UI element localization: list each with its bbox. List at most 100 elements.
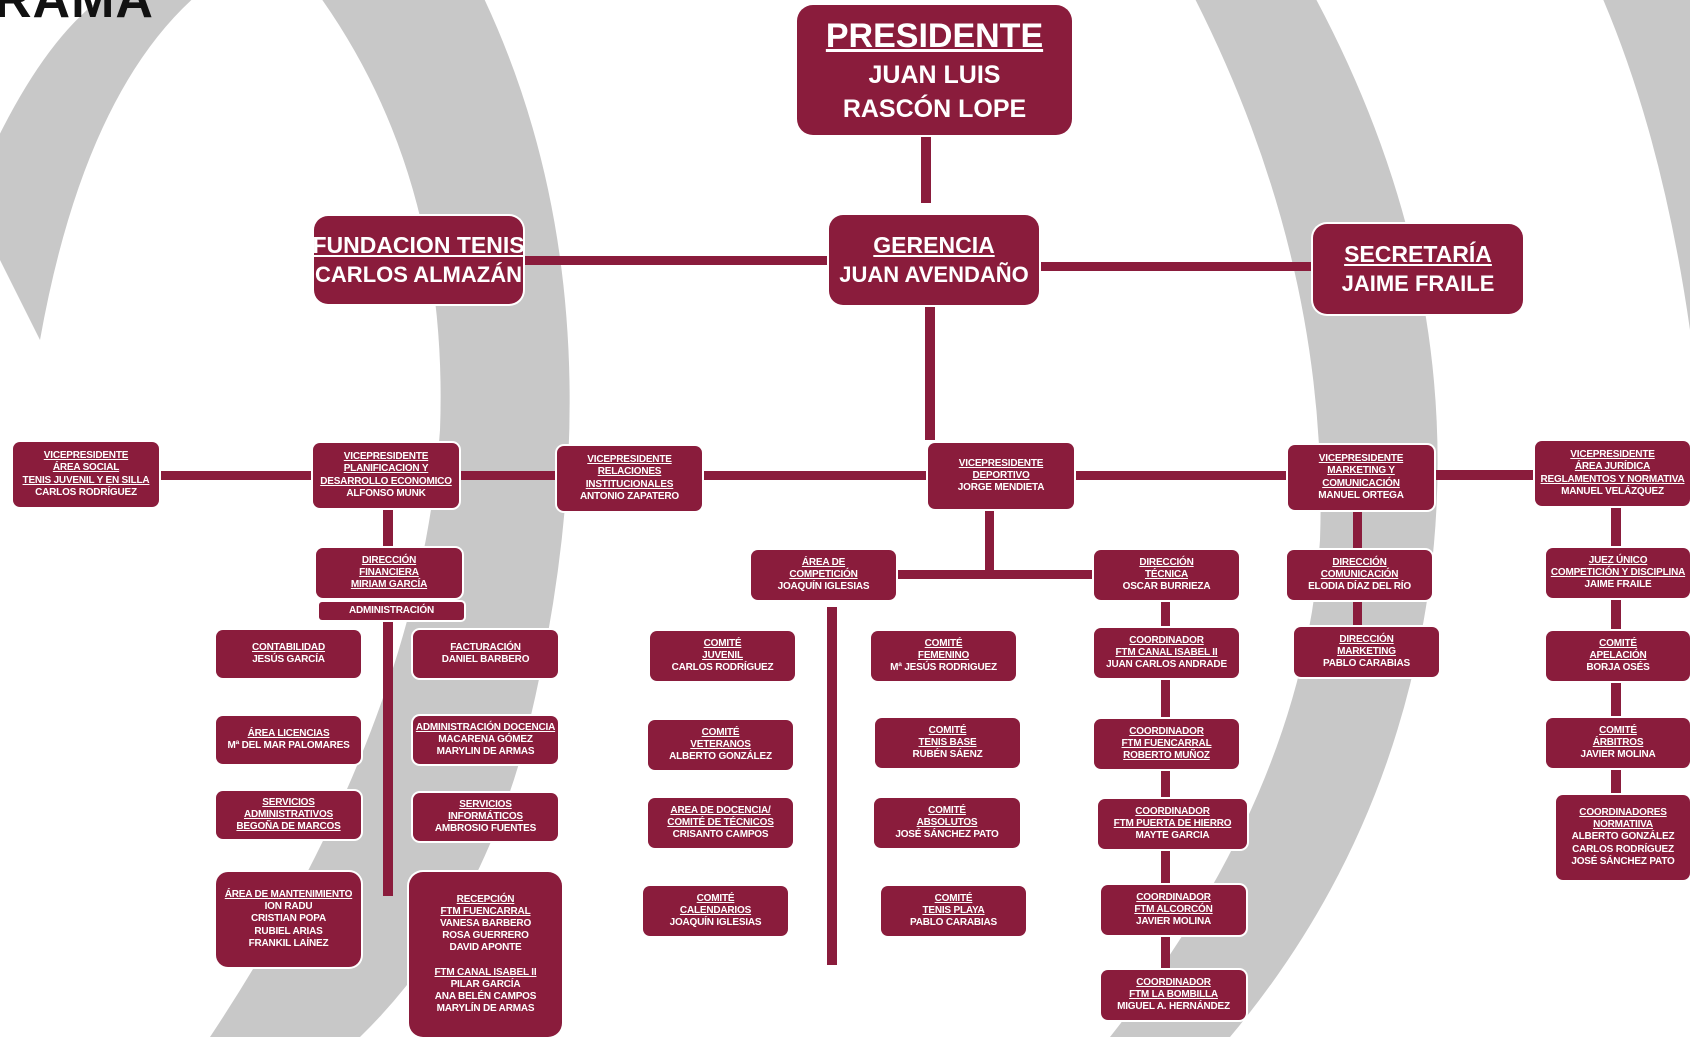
box-title: REGLAMENTOS Y NORMATIVA [1540, 473, 1685, 485]
box-name: JOSÉ SÁNCHEZ PATO [895, 829, 999, 841]
box-vp-planificacion: VICEPRESIDENTE PLANIFICACION Y DESARROLL… [313, 443, 459, 508]
box-comite-absolutos: COMITÉ ABSOLUTOS JOSÉ SÁNCHEZ PATO [874, 798, 1020, 848]
box-coord-puerta: COORDINADOR FTM PUERTA DE HIERRO MAYTE G… [1098, 799, 1247, 849]
box-area-licencias: ÁREA LICENCIAS Mª DEL MAR PALOMARES [216, 716, 361, 764]
box-title: VICEPRESIDENTE [1570, 449, 1655, 461]
box-title: DIRECCIÓN [1332, 556, 1387, 568]
box-mantenimiento: ÁREA DE MANTENIMIENTO ION RADU CRISTIAN … [216, 872, 361, 967]
box-comite-apelacion: COMITÉ APELACIÓN BORJA OSÉS [1546, 631, 1690, 681]
arc-right-band [1110, 0, 1438, 1037]
box-comite-calendarios: COMITÉ CALENDARIOS JOAQUÍN IGLESIAS [643, 886, 788, 936]
connector-line [383, 508, 393, 896]
box-title: GERENCIA [873, 231, 995, 258]
box-name: VANESA BARBERO [439, 918, 532, 930]
box-name: ION RADU [264, 901, 313, 913]
box-title: TÉCNICA [1144, 568, 1189, 580]
box-coordinadores-normativa: COORDINADORES NORMATIIVA ALBERTO GONZÁLE… [1556, 795, 1690, 880]
box-title: FACTURACIÓN [450, 641, 521, 653]
arc-far-right [1603, 0, 1690, 330]
connector-line [150, 471, 1540, 480]
box-title: JUVENIL [702, 649, 743, 661]
box-dir-marketing: DIRECCIÓN MARKETING PABLO CARABIAS [1294, 627, 1439, 677]
box-title: DEPORTIVO [972, 469, 1030, 481]
box-name: PILAR GARCÍA [450, 978, 521, 990]
box-name: AMBROSIO FUENTES [434, 823, 537, 835]
box-title: COMITÉ DE TÉCNICOS [667, 816, 774, 828]
box-comite-femenino: COMITÉ FEMENINO Mª JESÚS RODRIGUEZ [871, 631, 1016, 681]
box-title: ADMINISTRACIÓN DOCENCIA [415, 721, 556, 733]
box-comite-arbitros: COMITÉ ÁRBITROS JAVIER MOLINA [1546, 718, 1690, 768]
box-name: MANUEL VELÁZQUEZ [1561, 485, 1664, 497]
box-servicios-admin: SERVICIOS ADMINISTRATIVOS BEGOÑA DE MARC… [216, 791, 361, 839]
box-title: MARKETING Y [1327, 465, 1395, 477]
box-title: MARKETING [1337, 645, 1396, 657]
box-name: MAYTE GARCIA [1135, 830, 1210, 842]
box-title: FINANCIERA [359, 566, 419, 578]
box-name: MANUEL ORTEGA [1318, 489, 1404, 501]
box-title: COMUNICACIÓN [1320, 568, 1399, 580]
arc-left-outer [0, 0, 192, 340]
box-title: COMPETICIÓN Y DISCIPLINA [1550, 566, 1686, 578]
box-facturacion: FACTURACIÓN DANIEL BARBERO [413, 630, 558, 678]
box-title: COMITÉ [1599, 724, 1637, 736]
box-name: JOAQUÍN IGLESIAS [669, 917, 762, 929]
box-title: INSTITUCIONALES [585, 478, 674, 490]
box-title: DESARROLLO ECONOMICO [320, 475, 452, 487]
box-dir-comunicacion: DIRECCIÓN COMUNICACIÓN ELODIA DÍAZ DEL R… [1287, 550, 1432, 600]
box-area-docencia: AREA DE DOCENCIA/ COMITÉ DE TÉCNICOS CRI… [648, 798, 793, 848]
box-vp-marketing: VICEPRESIDENTE MARKETING Y COMUNICACIÓN … [1288, 445, 1434, 510]
box-name: JUAN CARLOS ANDRADE [1106, 659, 1227, 671]
box-title: COMITÉ [701, 726, 740, 738]
box-title: SERVICIOS [262, 796, 315, 808]
box-name: JOAQUÍN IGLESIAS [777, 581, 870, 593]
box-title: FTM PUERTA DE HIERRO [1113, 817, 1232, 829]
box-name: Mª DEL MAR PALOMARES [227, 740, 350, 751]
box-title: COORDINADOR [1136, 976, 1211, 988]
box-title: VICEPRESIDENTE [587, 454, 672, 466]
box-name: JOSÉ SÁNCHEZ PATO [1571, 855, 1675, 867]
box-title: VICEPRESIDENTE [43, 450, 129, 462]
box-title: COMITÉ [924, 637, 963, 649]
box-title: COMITÉ [1599, 637, 1637, 649]
box-title: FTM CANAL ISABEL II [434, 966, 537, 978]
box-name: PABLO CARABIAS [1322, 658, 1410, 670]
box-title: ÁRBITROS [1592, 736, 1644, 748]
box-title: ÁREA JURÍDICA [1574, 461, 1651, 473]
box-title: COMITÉ [928, 804, 966, 816]
box-title: CALENDARIOS [679, 904, 752, 916]
box-name: JESÚS GARCÍA [252, 654, 325, 665]
box-name: CRISANTO CAMPOS [672, 829, 769, 841]
box-title: TENIS BASE [918, 736, 977, 748]
box-name: ROSA GUERRERO [442, 930, 529, 942]
box-title: CONTABILIDAD [252, 641, 325, 653]
box-name: CARLOS RODRÍGUEZ [1572, 843, 1674, 855]
box-title: FTM FUENCARRAL [440, 905, 531, 917]
box-name: MARYLÍN DE ARMAS [436, 1003, 535, 1015]
box-title: COMITÉ [703, 637, 742, 649]
box-name: ELODIA DÍAZ DEL RÍO [1308, 581, 1411, 593]
box-title: ÁREA DE MANTENIMIENTO [224, 889, 353, 901]
box-name: JAVIER MOLINA [1136, 916, 1211, 928]
box-title: COORDINADOR [1129, 725, 1204, 737]
box-administracion: ADMINISTRACIÓN [319, 602, 464, 620]
box-name: ALBERTO GONZÁLEZ [669, 751, 772, 763]
page-heading: RAMA [0, 0, 154, 29]
box-title: ADMINISTRATIVOS [243, 808, 334, 820]
box-title: APELACIÓN [1589, 649, 1647, 661]
box-title: VETERANOS [690, 738, 751, 750]
box-name: FRANKIL LAÍNEZ [248, 937, 329, 949]
box-title: FEMENINO [917, 649, 970, 661]
box-name: RUBÉN SÁENZ [912, 749, 983, 761]
box-comite-veteranos: COMITÉ VETERANOS ALBERTO GONZÁLEZ [648, 720, 793, 770]
box-servicios-inf: SERVICIOS INFORMÁTICOS AMBROSIO FUENTES [413, 793, 558, 841]
connector-line [985, 508, 994, 574]
box-dir-tecnica: DIRECCIÓN TÉCNICA OSCAR BURRIEZA [1094, 550, 1239, 600]
box-title: JUEZ ÚNICO [1588, 554, 1648, 566]
connector-line [921, 135, 931, 203]
box-title: FTM CANAL ISABEL II [1115, 646, 1218, 658]
box-name: JAVIER MOLINA [1580, 749, 1656, 761]
box-title: COMITÉ [934, 892, 973, 904]
box-name: RASCÓN LOPE [842, 94, 1027, 123]
box-gerencia: GERENCIA JUAN AVENDAÑO [829, 215, 1039, 305]
box-comite-juvenil: COMITÉ JUVENIL CARLOS RODRÍGUEZ [650, 631, 795, 681]
